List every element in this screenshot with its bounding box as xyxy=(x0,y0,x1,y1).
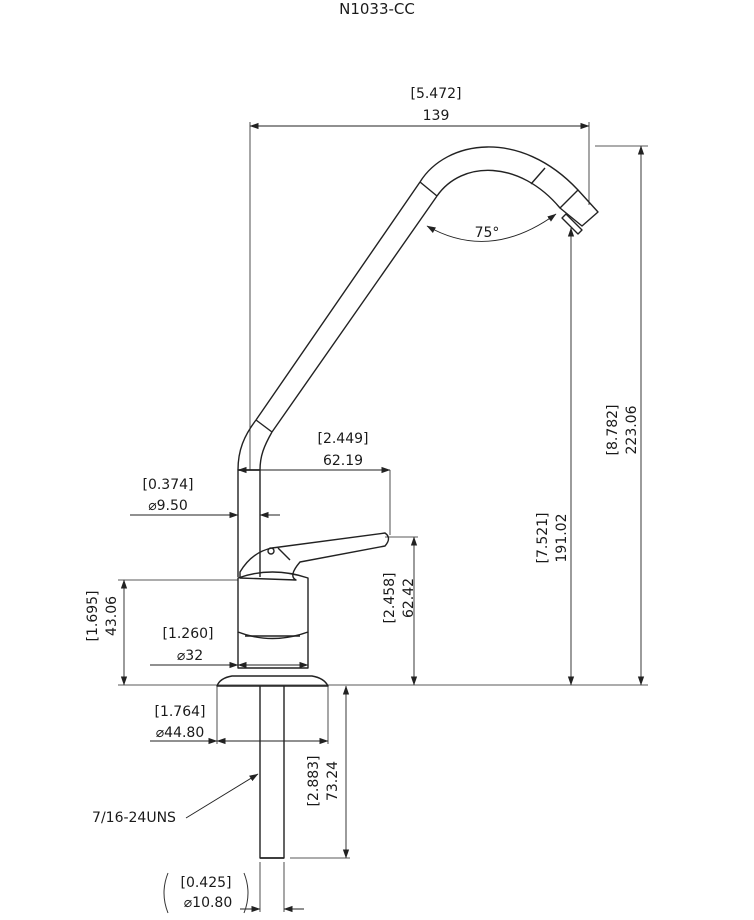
body-diameter-mm: ⌀32 xyxy=(177,648,203,664)
stem-diameter-mm: ⌀9.50 xyxy=(148,498,188,514)
flange-diameter-mm: ⌀44.80 xyxy=(156,725,205,741)
handle-reach-inch: [2.449] xyxy=(317,431,368,447)
overall-height-inch: [8.782] xyxy=(605,404,621,455)
spout-height-mm: 191.02 xyxy=(554,514,570,563)
threaded-shank xyxy=(259,686,285,859)
drawing-title: N1033-CC xyxy=(339,0,415,18)
stem-diameter-inch: [0.374] xyxy=(142,477,193,493)
spout-tube xyxy=(255,181,438,433)
thread-callout: 7/16-24UNS xyxy=(92,810,176,826)
spout-height-inch: [7.521] xyxy=(535,512,551,563)
body-height-mm: 43.06 xyxy=(104,596,120,636)
handle-reach-mm: 62.19 xyxy=(323,453,363,469)
handle-height-inch: [2.458] xyxy=(382,572,398,623)
aerator xyxy=(559,189,599,227)
shank-length-inch: [2.883] xyxy=(306,755,322,806)
lever-handle xyxy=(239,532,390,581)
overall-width-mm: 139 xyxy=(423,108,450,124)
shank-length-mm: 73.24 xyxy=(325,761,341,801)
overall-height-mm: 223.06 xyxy=(624,405,640,454)
flange-diameter-inch: [1.764] xyxy=(154,704,205,720)
spout-arc xyxy=(419,146,579,209)
shank-diameter-inch: [0.425] xyxy=(180,875,231,891)
overall-width-inch: [5.472] xyxy=(410,86,461,102)
shank-diameter-mm: ⌀10.80 xyxy=(184,895,233,911)
handle-height-mm: 62.42 xyxy=(401,578,417,618)
spout-angle-label: 75° xyxy=(475,225,500,241)
dimension-lines xyxy=(118,122,648,914)
flange xyxy=(216,675,329,687)
faucet-outline xyxy=(118,146,648,859)
body-height-inch: [1.695] xyxy=(85,590,101,641)
dimension-labels: [5.472] 139 75° [8.782] 223.06 [7.521] 1… xyxy=(85,86,640,911)
valve-body xyxy=(237,571,309,640)
body-diameter-inch: [1.260] xyxy=(162,626,213,642)
